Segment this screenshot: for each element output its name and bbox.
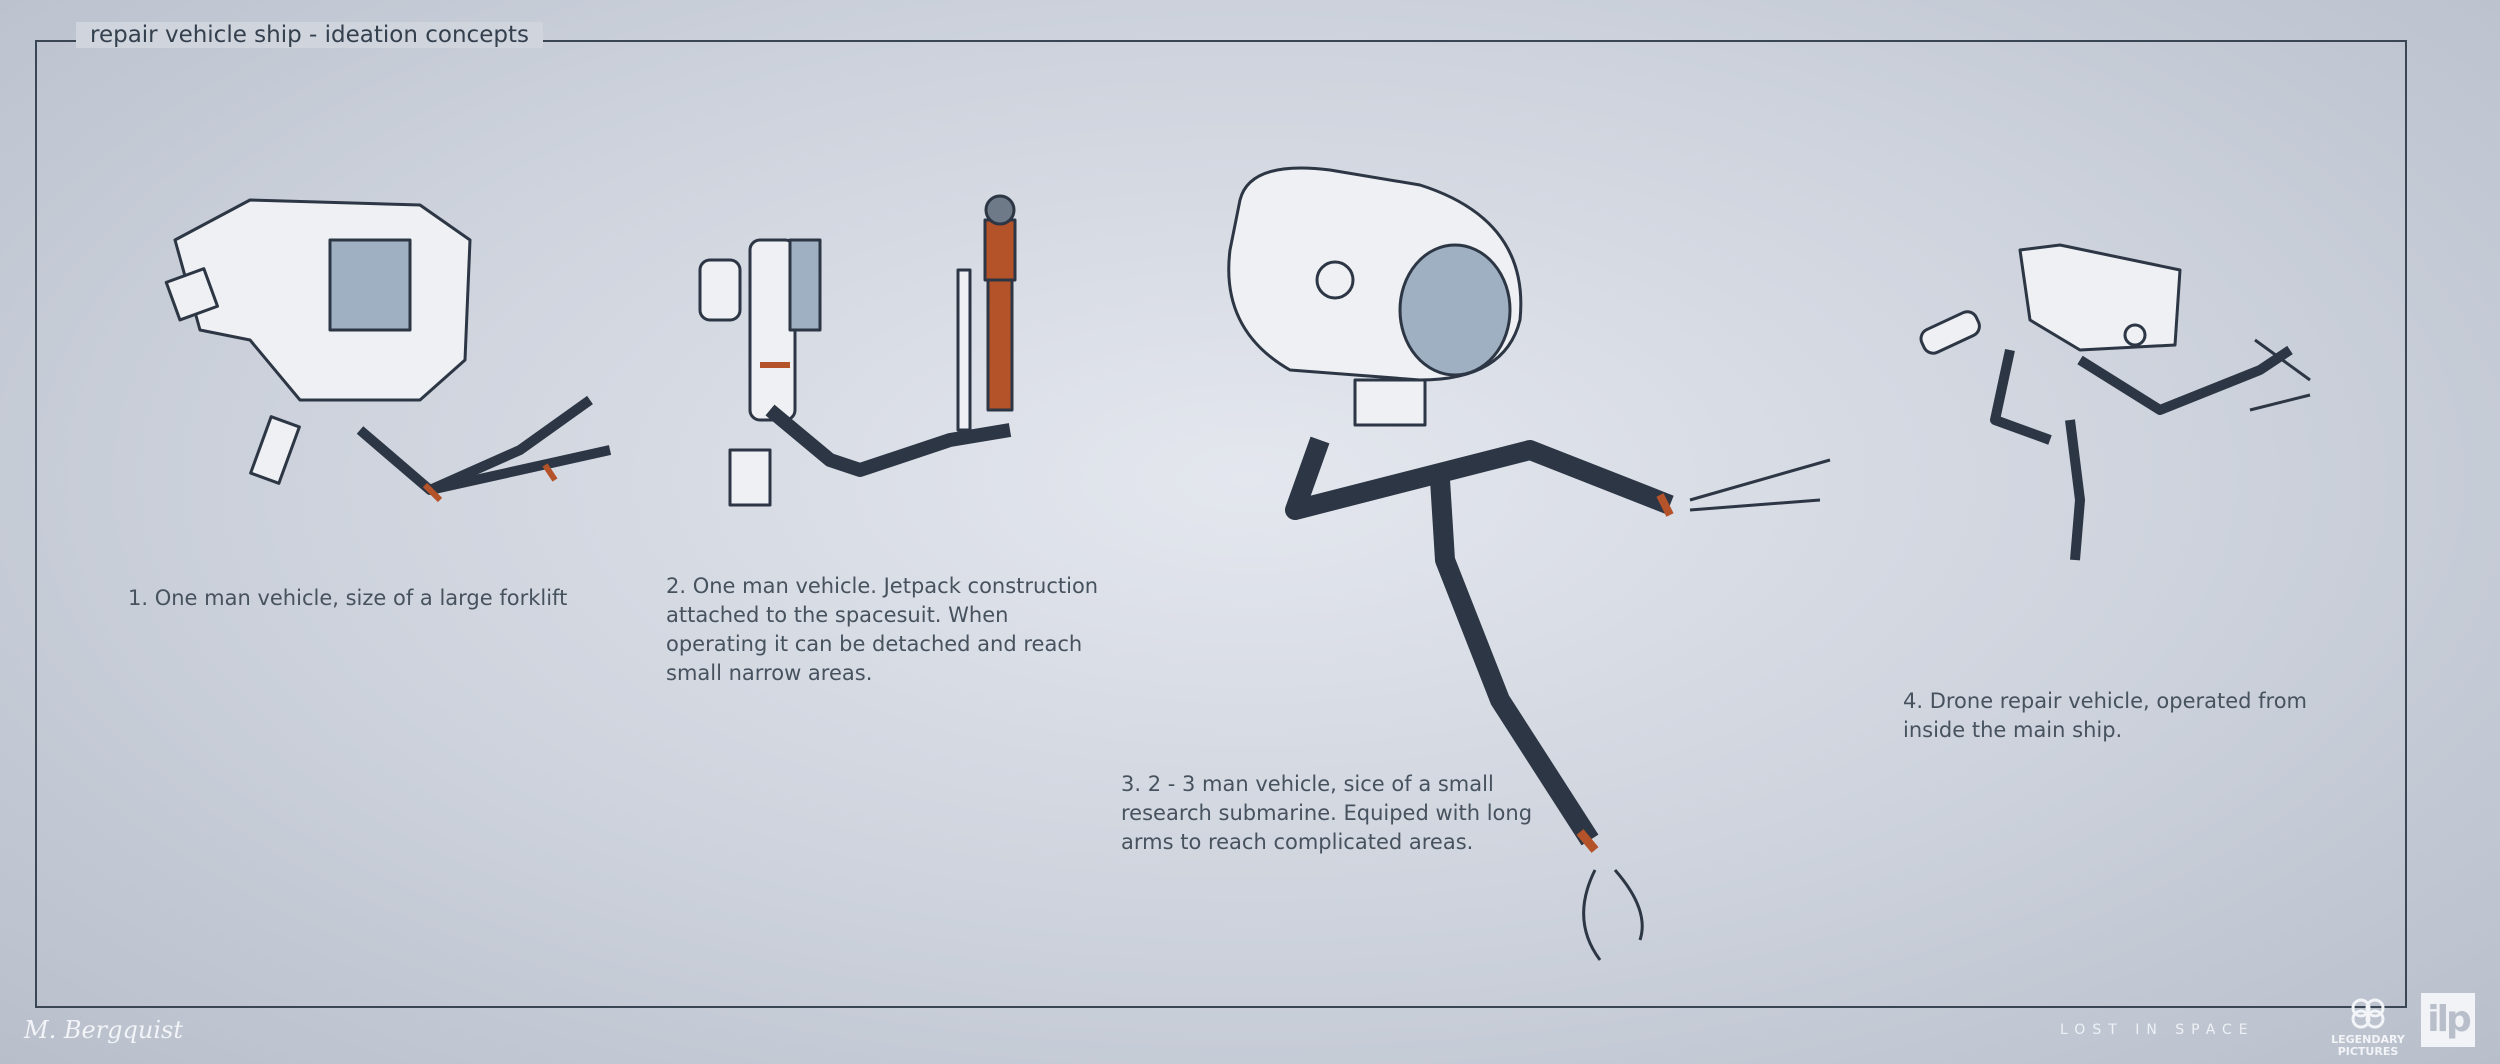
legendary-pictures-logo: LEGENDARY PICTURES <box>2326 995 2410 1058</box>
knot-icon <box>2351 998 2385 1029</box>
caption-concept-3: 3. 2 - 3 man vehicle, sice of a small re… <box>1121 772 1533 854</box>
page-title: repair vehicle ship - ideation concepts <box>76 22 543 48</box>
ilp-logo: ilp <box>2421 993 2475 1047</box>
border-frame <box>35 40 2407 1008</box>
caption-concept-1: 1. One man vehicle, size of a large fork… <box>128 586 568 610</box>
production-title-logo: LOST IN SPACE <box>2060 1022 2255 1038</box>
sketch-jetpack-vehicle <box>698 194 1017 507</box>
sketch-drone-vehicle <box>1919 243 2311 561</box>
artist-signature: M. Bergquist <box>24 1016 183 1044</box>
sketch-forklift-vehicle <box>164 198 612 503</box>
caption-concept-2: 2. One man vehicle. Jetpack construction… <box>666 574 1099 685</box>
caption-concept-4: 4. Drone repair vehicle, operated from i… <box>1903 689 2308 742</box>
legendary-logo-text: LEGENDARY PICTURES <box>2331 1033 2405 1058</box>
sketch-submarine-vehicle <box>1227 166 1831 961</box>
